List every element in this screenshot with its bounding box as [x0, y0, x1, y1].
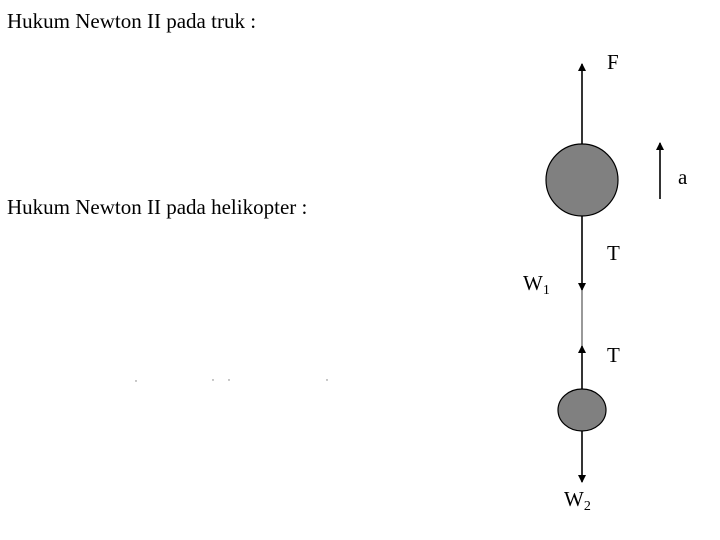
label-tension-bottom: T [607, 343, 620, 367]
label-weight-w1-subscript: 1 [542, 283, 550, 298]
label-weight-w1-base: W [523, 271, 543, 295]
heading-helikopter: Hukum Newton II pada helikopter : [7, 195, 308, 219]
stray-dot [228, 379, 230, 381]
label-weight-w1: W1 [523, 271, 550, 303]
body-truk [557, 388, 607, 432]
label-acceleration-a: a [678, 165, 688, 189]
heading-truk: Hukum Newton II pada truk : [7, 9, 257, 33]
label-tension-top: T [607, 241, 620, 265]
stray-dot [326, 379, 328, 381]
body-helikopter [545, 143, 619, 217]
label-weight-w2-base: W [564, 487, 584, 511]
label-weight-w2-subscript: 2 [583, 499, 591, 514]
stray-dot [135, 380, 137, 382]
label-weight-w2: W2 [564, 487, 591, 519]
stray-dot [212, 379, 214, 381]
label-force-f: F [607, 50, 619, 74]
